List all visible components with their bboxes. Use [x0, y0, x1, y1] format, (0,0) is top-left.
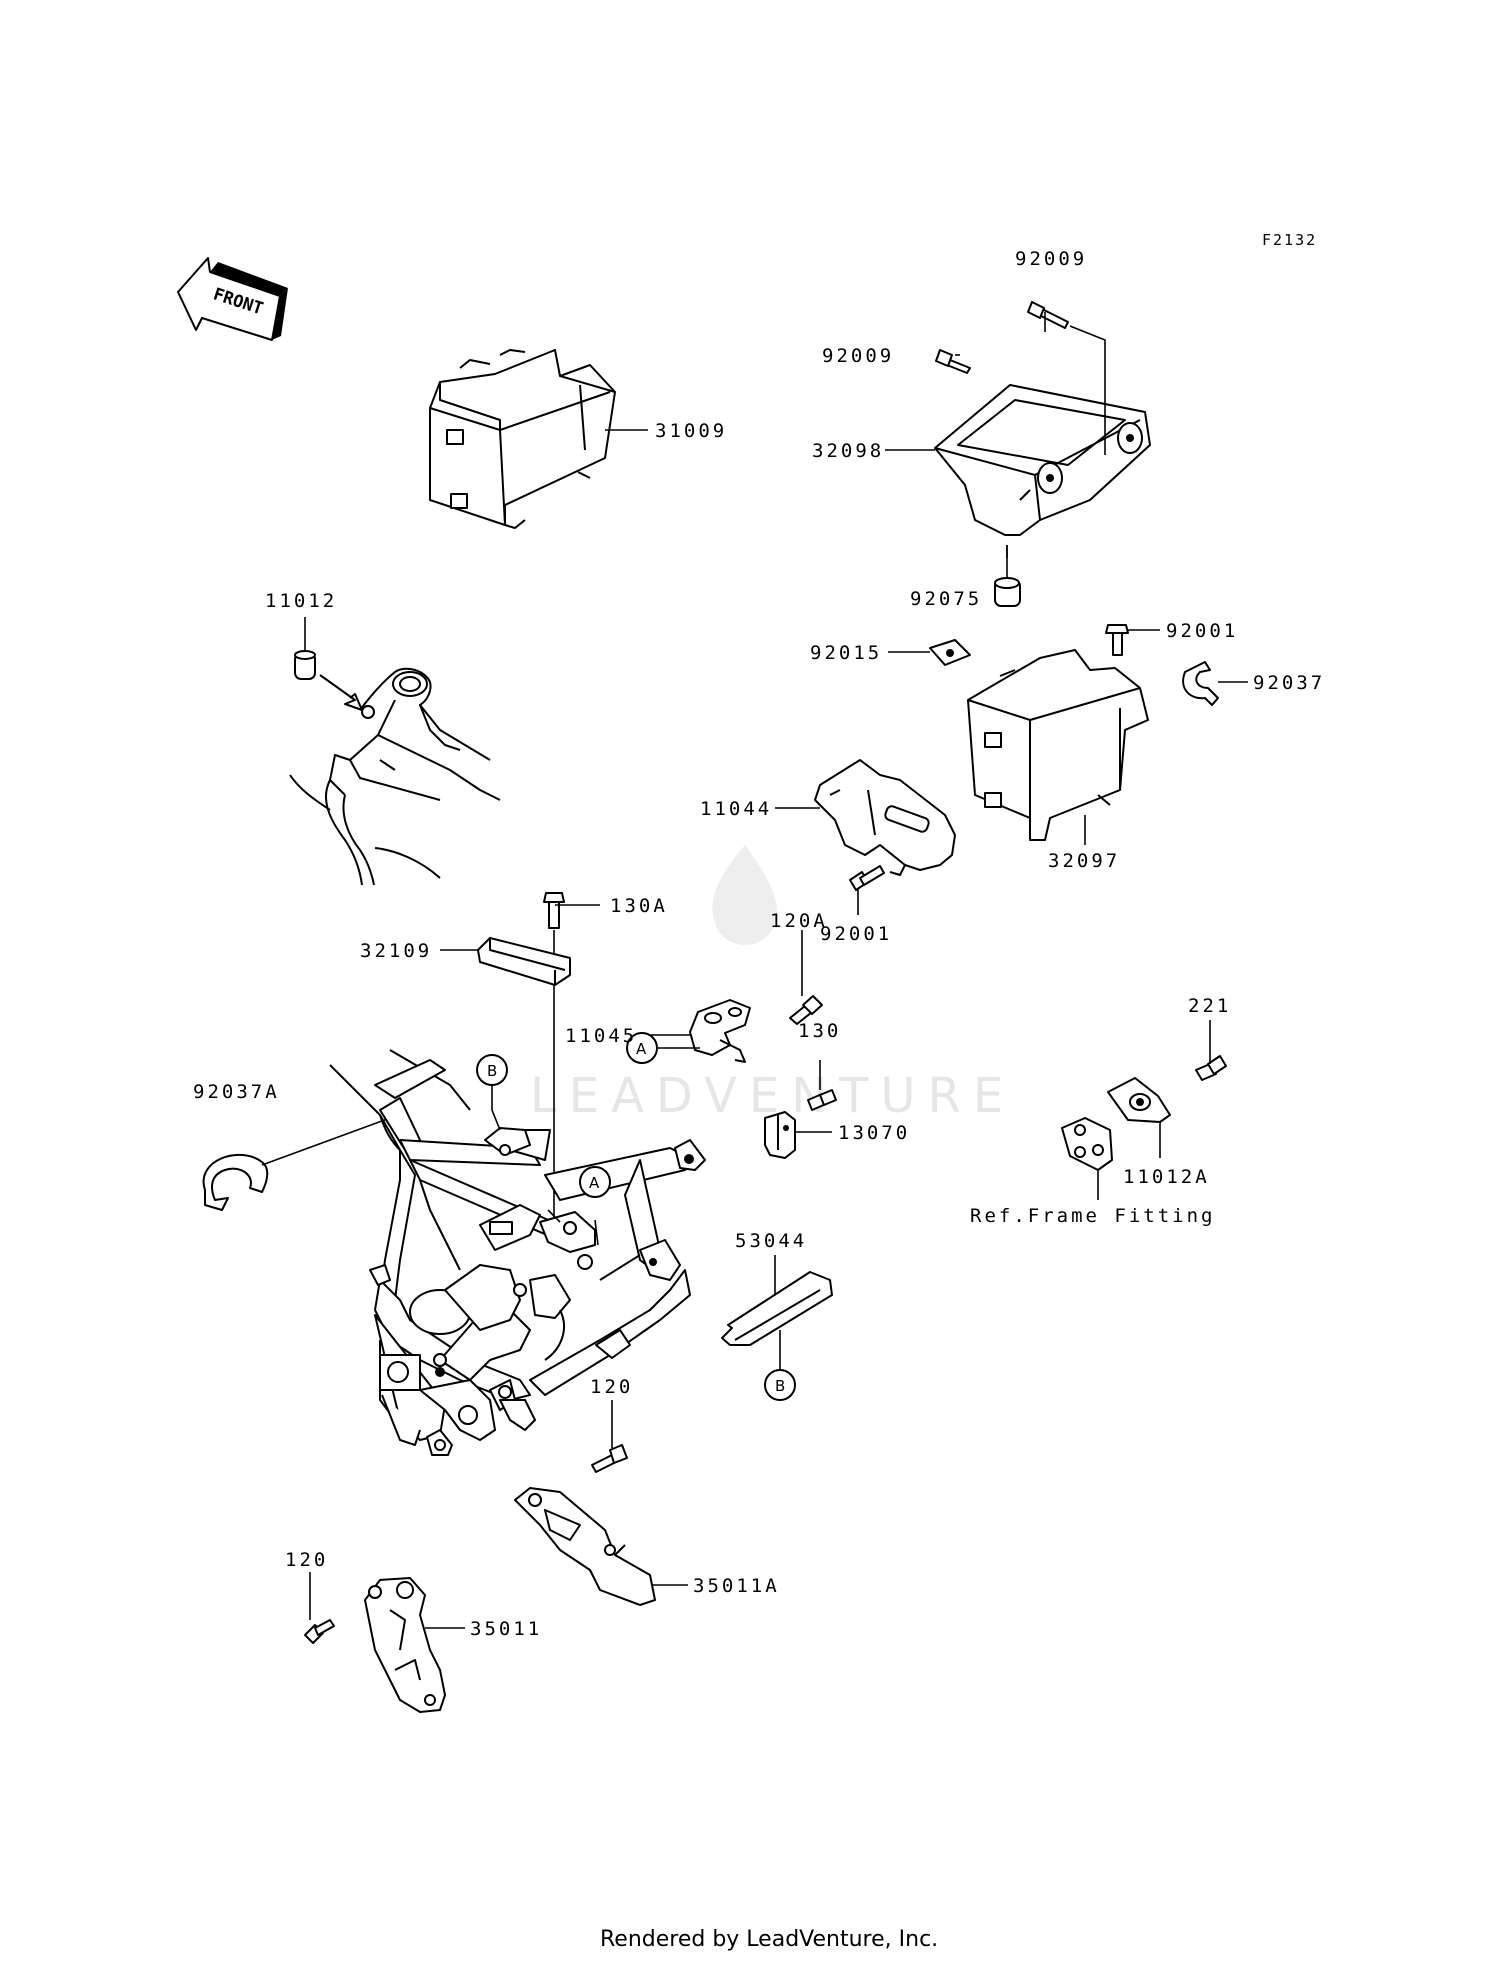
callout-b-text: B: [487, 1062, 497, 1080]
callout-a-text: A: [589, 1174, 600, 1192]
part-130-bolt: [807, 1089, 837, 1111]
label-92015: 92015: [810, 642, 882, 664]
watermark-text: LEADVENTURE: [530, 1068, 1015, 1124]
main-frame: [329, 1049, 706, 1456]
label-92037A: 92037A: [193, 1081, 280, 1103]
part-35011A-bracket: [514, 1487, 656, 1606]
part-11044-bracket: [814, 759, 956, 876]
part-32097-battery-box: [967, 649, 1149, 841]
label-35011: 35011: [470, 1618, 542, 1640]
label-130: 130: [798, 1020, 841, 1042]
label-11045: 11045: [565, 1025, 637, 1047]
label-11012A: 11012A: [1123, 1166, 1210, 1188]
part-120A-bolt: [789, 995, 823, 1025]
part-11012-collar: [294, 650, 363, 711]
label-92001-lower: 92001: [820, 923, 892, 945]
label-92037: 92037: [1253, 672, 1325, 694]
part-32109-cover: [477, 937, 571, 986]
part-120-bolt-middle: [591, 1444, 628, 1473]
part-53044-rubber-strip: [721, 1271, 833, 1346]
part-120-bolt-lower: [304, 1619, 335, 1644]
part-32098-battery-cover: [934, 384, 1151, 536]
label-221: 221: [1188, 995, 1231, 1017]
label-92009-upper: 92009: [1015, 248, 1087, 270]
callout-a-upper: A: [626, 1032, 658, 1064]
part-92015-clip-nut: [929, 639, 971, 666]
callout-b-frame: B: [476, 1054, 508, 1086]
label-92009-lower: 92009: [822, 345, 894, 367]
label-92001-upper: 92001: [1166, 620, 1238, 642]
label-11012: 11012: [265, 590, 337, 612]
label-120A: 120A: [770, 910, 828, 932]
part-11012A-frame-fitting: [1061, 1077, 1171, 1171]
part-11045-bracket: [689, 999, 751, 1063]
callout-a-frame: A: [579, 1166, 611, 1198]
callout-b-text: B: [775, 1377, 785, 1395]
callout-a-text: A: [636, 1040, 647, 1058]
watermark: LEADVENTURE: [530, 845, 1015, 1124]
ref-code: F2132: [1262, 231, 1317, 249]
front-arrow-icon: FRONT: [177, 257, 288, 341]
part-92009-bolt-lower: [935, 349, 971, 374]
label-32097: 32097: [1048, 850, 1120, 872]
label-32098: 32098: [812, 440, 884, 462]
label-11044: 11044: [700, 798, 772, 820]
label-13070: 13070: [838, 1122, 910, 1144]
part-31009-battery-case: [429, 349, 616, 529]
label-53044: 53044: [735, 1230, 807, 1252]
footer-credit: Rendered by LeadVenture, Inc.: [600, 1927, 938, 1952]
label-32109: 32109: [360, 940, 432, 962]
callout-b-strip: B: [764, 1369, 796, 1401]
part-221-screw: [1195, 1055, 1227, 1081]
leader-lines: [304, 312, 1248, 1629]
label-120-middle: 120: [590, 1376, 633, 1398]
label-130A: 130A: [610, 895, 668, 917]
part-13070-plate: [764, 1111, 796, 1159]
part-92075-grommet: [994, 545, 1021, 607]
label-120-lower: 120: [285, 1549, 328, 1571]
part-92001-bolt-lower: [849, 865, 885, 891]
label-92075: 92075: [910, 588, 982, 610]
frame-head-detail: [289, 667, 501, 886]
label-35011A: 35011A: [693, 1575, 780, 1597]
part-labels: 31009 32098 92009 92009 92075 92001 9201…: [193, 248, 1325, 1640]
part-92037-clamp: [1182, 661, 1219, 706]
label-31009: 31009: [655, 420, 727, 442]
part-92001-bolt-upper: [1105, 624, 1129, 656]
ref-frame-fitting-note: Ref.Frame Fitting: [970, 1205, 1215, 1227]
part-92037A-clamp: [202, 1117, 391, 1211]
part-35011-bracket: [364, 1577, 446, 1713]
